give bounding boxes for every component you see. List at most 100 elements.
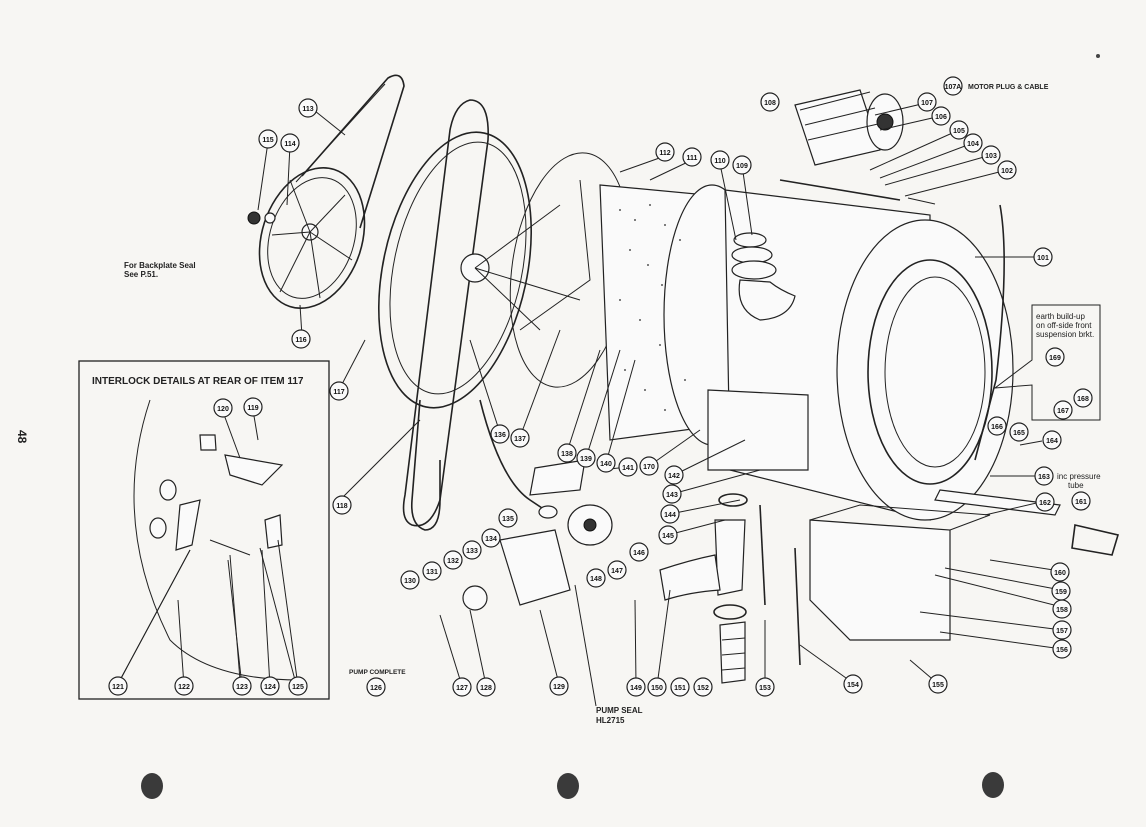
callout-168: 168 <box>1073 388 1093 408</box>
callout-151: 151 <box>670 677 690 697</box>
svg-text:126: 126 <box>370 685 382 692</box>
pulley-and-belt <box>247 74 405 309</box>
callout-107a: 107A <box>943 76 963 96</box>
earth-note-2: on off-side front <box>1036 321 1092 330</box>
svg-text:133: 133 <box>466 548 478 555</box>
svg-text:125: 125 <box>292 684 304 691</box>
svg-text:107: 107 <box>921 100 933 107</box>
callout-102: 102 <box>997 160 1017 180</box>
callout-149: 149 <box>626 677 646 697</box>
callout-114: 114 <box>280 133 300 153</box>
callout-113: 113 <box>298 98 318 118</box>
svg-text:170: 170 <box>643 464 655 471</box>
svg-text:158: 158 <box>1056 607 1068 614</box>
svg-text:144: 144 <box>664 512 676 519</box>
callout-112: 112 <box>655 142 675 162</box>
svg-text:155: 155 <box>932 682 944 689</box>
motor <box>779 89 936 205</box>
callout-118: 118 <box>332 495 352 515</box>
callout-108: 108 <box>760 92 780 112</box>
backplate-note-1: For Backplate Seal <box>124 261 196 270</box>
svg-text:121: 121 <box>112 684 124 691</box>
callout-136: 136 <box>490 424 510 444</box>
callout-166: 166 <box>987 416 1007 436</box>
pump-seal-note-2: HL2715 <box>596 716 625 725</box>
callout-111: 111 <box>682 147 702 167</box>
svg-text:145: 145 <box>662 533 674 540</box>
callout-103: 103 <box>981 145 1001 165</box>
callout-160: 160 <box>1050 562 1070 582</box>
svg-text:147: 147 <box>611 568 623 575</box>
callout-138: 138 <box>557 443 577 463</box>
svg-text:117: 117 <box>333 389 344 396</box>
svg-text:169: 169 <box>1049 355 1061 362</box>
callout-115: 115 <box>258 129 278 149</box>
svg-text:136: 136 <box>494 432 506 439</box>
svg-text:104: 104 <box>967 141 979 148</box>
svg-text:149: 149 <box>630 685 642 692</box>
callout-155: 155 <box>928 674 948 694</box>
notes: For Backplate Seal See P.51. MOTOR PLUG … <box>92 84 1101 725</box>
svg-text:148: 148 <box>590 576 602 583</box>
page-number: 48 <box>15 430 29 444</box>
leader-lines <box>117 101 1063 707</box>
callout-154: 154 <box>843 674 863 694</box>
svg-text:102: 102 <box>1001 168 1013 175</box>
callout-129: 129 <box>549 676 569 696</box>
callout-134: 134 <box>481 528 501 548</box>
svg-text:124: 124 <box>264 684 276 691</box>
callout-162: 162 <box>1035 492 1055 512</box>
callout-105: 105 <box>949 120 969 140</box>
callout-122: 122 <box>174 676 194 696</box>
motor-note: MOTOR PLUG & CABLE <box>968 84 1049 91</box>
callout-132: 132 <box>443 550 463 570</box>
callout-131: 131 <box>422 561 442 581</box>
svg-text:106: 106 <box>935 114 947 121</box>
callout-152: 152 <box>693 677 713 697</box>
svg-text:114: 114 <box>284 141 295 148</box>
svg-text:112: 112 <box>659 150 670 157</box>
cabinet-base <box>707 389 1120 666</box>
callout-121: 121 <box>108 676 128 696</box>
svg-text:122: 122 <box>178 684 190 691</box>
svg-text:138: 138 <box>561 451 573 458</box>
svg-text:162: 162 <box>1039 500 1051 507</box>
pressure-note-1: inc pressure <box>1057 472 1101 481</box>
svg-text:140: 140 <box>600 461 612 468</box>
callouts: 101 102 103 104 105 106 107 107A 108 109… <box>108 76 1093 697</box>
svg-text:134: 134 <box>485 536 497 543</box>
callout-137: 137 <box>510 428 530 448</box>
svg-text:146: 146 <box>633 550 645 557</box>
callout-163: 163 <box>1034 466 1054 486</box>
pump-complete-note: PUMP COMPLETE <box>349 669 406 676</box>
svg-text:165: 165 <box>1013 430 1025 437</box>
svg-text:109: 109 <box>736 163 748 170</box>
svg-text:111: 111 <box>687 155 698 162</box>
callout-169: 169 <box>1045 347 1065 367</box>
svg-text:141: 141 <box>622 465 634 472</box>
svg-text:164: 164 <box>1046 438 1058 445</box>
svg-text:152: 152 <box>697 685 709 692</box>
svg-text:163: 163 <box>1038 474 1050 481</box>
callout-148: 148 <box>586 568 606 588</box>
svg-text:116: 116 <box>295 337 306 344</box>
svg-text:131: 131 <box>426 569 438 576</box>
svg-text:150: 150 <box>651 685 663 692</box>
svg-text:119: 119 <box>247 405 258 412</box>
pump-seal-note-1: PUMP SEAL <box>596 706 643 715</box>
callout-119: 119 <box>243 397 263 417</box>
svg-text:167: 167 <box>1057 408 1069 415</box>
callout-164: 164 <box>1042 430 1062 450</box>
callout-156: 156 <box>1052 639 1072 659</box>
svg-text:161: 161 <box>1075 499 1087 506</box>
svg-text:127: 127 <box>456 685 468 692</box>
callout-141: 141 <box>618 457 638 477</box>
earth-note-1: earth build-up <box>1036 312 1085 321</box>
svg-text:142: 142 <box>668 473 680 480</box>
callout-104: 104 <box>963 133 983 153</box>
svg-text:108: 108 <box>764 100 776 107</box>
svg-text:159: 159 <box>1055 589 1067 596</box>
earth-note-3: suspension brkt. <box>1036 330 1094 339</box>
callout-125: 125 <box>288 676 308 696</box>
